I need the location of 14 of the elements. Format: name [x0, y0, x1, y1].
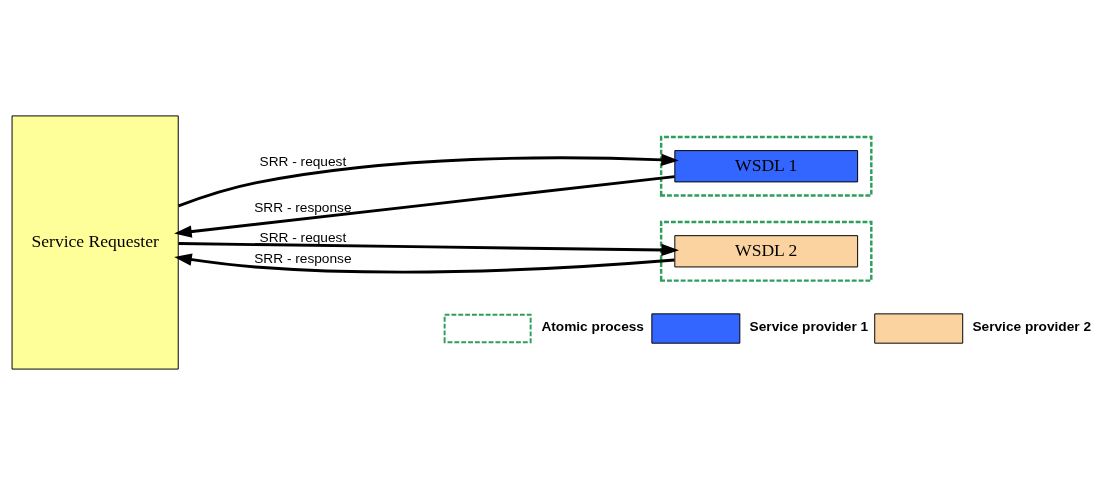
node-box: WSDL 1	[674, 149, 859, 182]
edge-label: SRR - response	[254, 199, 352, 215]
node-box: WSDL 2	[674, 234, 859, 267]
arrow	[178, 241, 680, 256]
node-box: Service Requester	[11, 114, 179, 370]
arrow	[174, 252, 675, 273]
arrow	[178, 153, 679, 207]
edge-label: SRR - request	[259, 229, 347, 245]
edge-label: SRR - response	[254, 250, 352, 266]
edge-label: SRR - request	[259, 153, 347, 169]
legend-label: Atomic process	[541, 318, 644, 334]
legend-label: Service provider 1	[749, 318, 869, 334]
legend-label: Service provider 2	[972, 318, 1092, 334]
arrow	[174, 174, 675, 238]
